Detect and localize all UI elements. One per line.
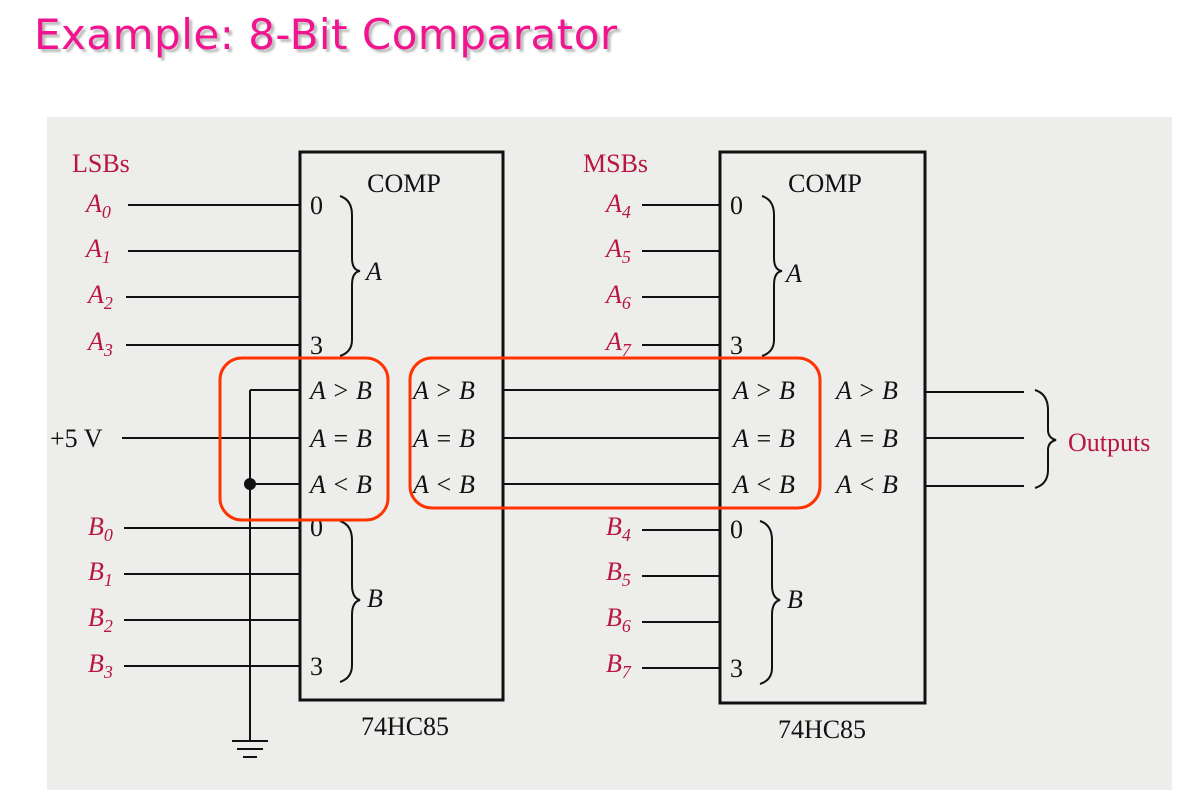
svg-text:A > B: A > B xyxy=(731,376,795,405)
chip-lsb-comp-label: COMP xyxy=(367,169,441,198)
comparator-chip-lsb xyxy=(298,150,505,702)
svg-text:A > B: A > B xyxy=(411,376,475,405)
svg-text:A7: A7 xyxy=(604,327,632,360)
svg-text:B5: B5 xyxy=(606,557,631,590)
slide-title: Example: 8-Bit Comparator xyxy=(34,10,618,59)
chip-msb-part: 74HC85 xyxy=(778,715,866,744)
ground-icon xyxy=(232,740,268,758)
braces xyxy=(339,195,1057,685)
svg-text:3: 3 xyxy=(730,331,743,360)
chip-msb-comp-label: COMP xyxy=(788,169,862,198)
msbs-label: MSBs xyxy=(583,149,648,178)
b-inputs-lsb: B0 B1 B2 B3 xyxy=(88,512,300,682)
figure-background xyxy=(47,117,1172,790)
svg-text:0: 0 xyxy=(310,191,323,220)
svg-text:A < B: A < B xyxy=(834,470,898,499)
svg-text:A6: A6 xyxy=(604,280,631,313)
svg-text:0: 0 xyxy=(730,191,743,220)
svg-text:B0: B0 xyxy=(88,512,113,545)
a-inputs-msb: A4 A5 A6 A7 xyxy=(604,189,720,360)
svg-text:A1: A1 xyxy=(84,234,111,267)
svg-text:B: B xyxy=(787,585,803,614)
svg-text:B4: B4 xyxy=(606,512,631,545)
svg-text:A < B: A < B xyxy=(731,470,795,499)
svg-text:B6: B6 xyxy=(606,603,631,636)
svg-text:A < B: A < B xyxy=(308,470,372,499)
svg-text:A4: A4 xyxy=(604,189,631,222)
lsbs-label: LSBs xyxy=(72,149,130,178)
svg-text:B2: B2 xyxy=(88,603,113,636)
svg-text:A = B: A = B xyxy=(411,424,475,453)
cascade-pins: A > B A = B A < B A > B A = B A < B A > … xyxy=(308,376,898,499)
svg-text:A = B: A = B xyxy=(731,424,795,453)
junction-dot xyxy=(244,478,256,490)
wiring: +5 V xyxy=(50,389,1024,758)
highlight-cascade-link xyxy=(408,356,822,510)
svg-text:3: 3 xyxy=(310,331,323,360)
svg-text:B1: B1 xyxy=(88,557,113,590)
svg-text:A5: A5 xyxy=(604,234,631,267)
supply-label: +5 V xyxy=(50,424,103,453)
b-inputs-msb: B4 B5 B6 B7 xyxy=(606,512,720,682)
svg-text:A > B: A > B xyxy=(308,376,372,405)
svg-text:A = B: A = B xyxy=(834,424,898,453)
svg-text:A3: A3 xyxy=(86,327,113,360)
svg-text:0: 0 xyxy=(310,513,323,542)
svg-text:B7: B7 xyxy=(606,649,632,682)
svg-text:3: 3 xyxy=(730,654,743,683)
svg-text:A = B: A = B xyxy=(308,424,372,453)
svg-text:3: 3 xyxy=(310,652,323,681)
chip-lsb-part: 74HC85 xyxy=(361,712,449,741)
outputs-label: Outputs xyxy=(1068,428,1150,457)
svg-text:A: A xyxy=(364,257,382,286)
svg-text:0: 0 xyxy=(730,515,743,544)
a-inputs-lsb: A0 A1 A2 A3 xyxy=(84,189,300,360)
highlight-cascade-inputs xyxy=(218,356,390,522)
svg-text:A: A xyxy=(784,259,802,288)
svg-text:B3: B3 xyxy=(88,649,113,682)
svg-text:A < B: A < B xyxy=(411,470,475,499)
svg-text:A2: A2 xyxy=(86,280,113,313)
svg-text:B: B xyxy=(367,584,383,613)
pin-labels: 0 3 0 3 0 3 0 3 A B A B xyxy=(310,191,803,683)
svg-text:A > B: A > B xyxy=(834,376,898,405)
svg-text:A0: A0 xyxy=(84,189,111,222)
comparator-chip-msb xyxy=(718,150,927,705)
